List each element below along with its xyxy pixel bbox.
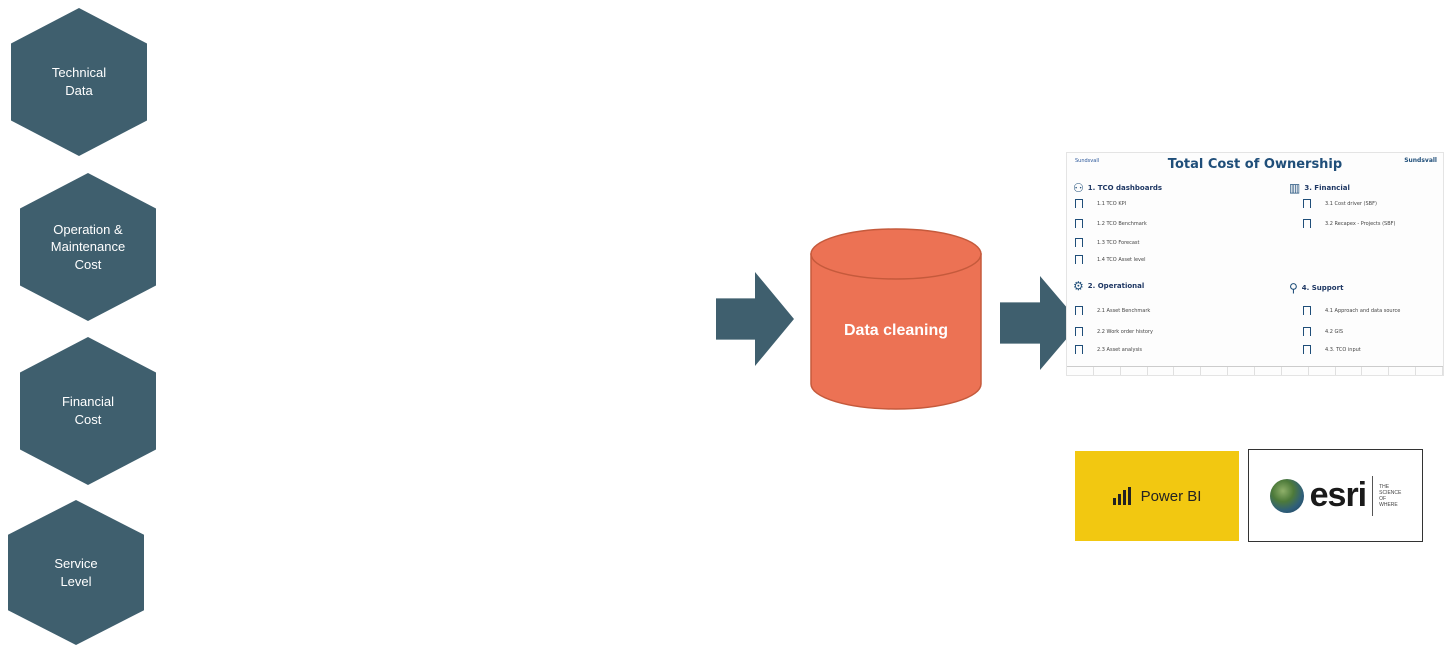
bookmark-icon	[1303, 327, 1311, 336]
report-tab[interactable]	[1309, 367, 1336, 375]
report-tab[interactable]	[1228, 367, 1256, 375]
list-item-label: 2.2 Work order history	[1097, 328, 1153, 335]
esri-wordmark: esri	[1309, 476, 1367, 514]
dashboard-brand: Sundsvall	[1075, 158, 1100, 164]
hexagon-financial-cost: Financial Cost	[20, 337, 156, 485]
report-tab[interactable]	[1362, 367, 1390, 375]
list-item[interactable]: 2.2 Work order history	[1075, 327, 1153, 336]
report-tab-strip	[1067, 366, 1443, 375]
bookmark-icon	[1075, 219, 1083, 228]
esri-divider	[1372, 475, 1374, 516]
section-operational: ⚙ 2. Operational	[1073, 279, 1144, 293]
section-support: ⚲ 4. Support	[1289, 281, 1343, 295]
list-item-label: 2.3 Asset analysis	[1097, 346, 1143, 353]
hexagon-service-level: Service Level	[8, 500, 144, 645]
database-cylinder	[810, 228, 982, 410]
list-item[interactable]: 1.4 TCO Asset level	[1075, 255, 1145, 264]
bookmark-icon	[1075, 199, 1083, 208]
list-item-label: 3.1 Cost driver (SBF)	[1325, 200, 1377, 207]
data-cleaning-label: Data cleaning	[843, 322, 949, 339]
list-item[interactable]: 1.3 TCO Forecast	[1075, 238, 1139, 247]
report-tab[interactable]	[1094, 367, 1121, 375]
list-item-label: 4.3. TCO input	[1325, 346, 1361, 353]
dashboard-logo: Sundsvall	[1404, 157, 1437, 164]
section-title: 2. Operational	[1087, 282, 1145, 290]
section-tco-dashboards: ⚇ 1. TCO dashboards	[1073, 181, 1162, 195]
list-item-label: 1.2 TCO Benchmark	[1097, 220, 1147, 227]
list-item[interactable]: 1.2 TCO Benchmark	[1075, 219, 1147, 228]
hexagon-label: Financial Cost	[61, 394, 115, 427]
esri-tagline: THE SCIENCE OF WHERE	[1379, 483, 1402, 508]
bookmark-icon	[1075, 255, 1083, 264]
list-item[interactable]: 3.2 Recapex - Projects (SBF)	[1303, 219, 1395, 228]
people-icon: ⚇	[1073, 181, 1084, 195]
report-tab[interactable]	[1416, 367, 1443, 375]
section-title: 1. TCO dashboards	[1087, 184, 1163, 192]
list-item[interactable]: 2.1 Asset Benchmark	[1075, 306, 1150, 315]
arrow-into-cleaning	[716, 272, 794, 366]
bookmark-icon	[1075, 327, 1083, 336]
section-title: 4. Support	[1301, 284, 1344, 292]
hexagon-label: Operation & Maintenance Cost	[50, 221, 126, 272]
list-item[interactable]: 4.2 GIS	[1303, 327, 1343, 336]
powerbi-icon	[1112, 487, 1131, 505]
hexagon-operation-maintenance-cost: Operation & Maintenance Cost	[20, 173, 156, 321]
tco-dashboard-screenshot: Sundsvall Total Cost of Ownership Sundsv…	[1066, 152, 1444, 376]
report-tab[interactable]	[1282, 367, 1309, 375]
list-item-label: 2.1 Asset Benchmark	[1097, 307, 1151, 314]
report-tab[interactable]	[1255, 367, 1282, 375]
report-tab[interactable]	[1389, 367, 1417, 375]
list-item-label: 4.1 Approach and data source	[1325, 307, 1401, 314]
list-item-label: 3.2 Recapex - Projects (SBF)	[1325, 220, 1396, 227]
bookmark-icon	[1303, 219, 1311, 228]
hexagon-label: Technical Data	[51, 65, 107, 98]
list-item-label: 1.1 TCO KPI	[1097, 200, 1127, 207]
bookmark-icon	[1075, 238, 1083, 247]
list-item-label: 1.4 TCO Asset level	[1097, 256, 1146, 263]
gear-icon: ⚙	[1073, 279, 1084, 293]
dashboard-title: Total Cost of Ownership	[1167, 157, 1343, 172]
bookmark-icon	[1303, 199, 1311, 208]
chart-icon: ▥	[1289, 181, 1301, 195]
list-item-label: 1.3 TCO Forecast	[1097, 239, 1140, 246]
list-item[interactable]: 1.1 TCO KPI	[1075, 199, 1126, 208]
bookmark-icon	[1075, 306, 1083, 315]
hexagon-technical-data: Technical Data	[11, 8, 147, 156]
list-item[interactable]: 4.1 Approach and data source	[1303, 306, 1400, 315]
report-tab[interactable]	[1174, 367, 1202, 375]
report-tab[interactable]	[1336, 367, 1363, 375]
report-tab[interactable]	[1201, 367, 1229, 375]
list-item[interactable]: 3.1 Cost driver (SBF)	[1303, 199, 1377, 208]
hexagon-label: Service Level	[54, 555, 98, 589]
globe-icon	[1269, 478, 1304, 513]
bookmark-icon	[1303, 306, 1311, 315]
powerbi-label: Power BI	[1140, 487, 1202, 505]
search-icon: ⚲	[1289, 281, 1298, 295]
report-tab[interactable]	[1148, 367, 1175, 375]
esri-logo: esri THE SCIENCE OF WHERE	[1248, 449, 1423, 542]
section-title: 3. Financial	[1304, 184, 1350, 192]
list-item-label: 4.2 GIS	[1325, 328, 1344, 335]
section-financial: ▥ 3. Financial	[1289, 181, 1350, 195]
report-tab[interactable]	[1121, 367, 1148, 375]
report-tab[interactable]	[1067, 367, 1094, 375]
list-item[interactable]: 4.3. TCO input	[1303, 345, 1361, 354]
list-item[interactable]: 2.3 Asset analysis	[1075, 345, 1142, 354]
powerbi-logo: Power BI	[1075, 451, 1239, 541]
bookmark-icon	[1075, 345, 1083, 354]
bookmark-icon	[1303, 345, 1311, 354]
